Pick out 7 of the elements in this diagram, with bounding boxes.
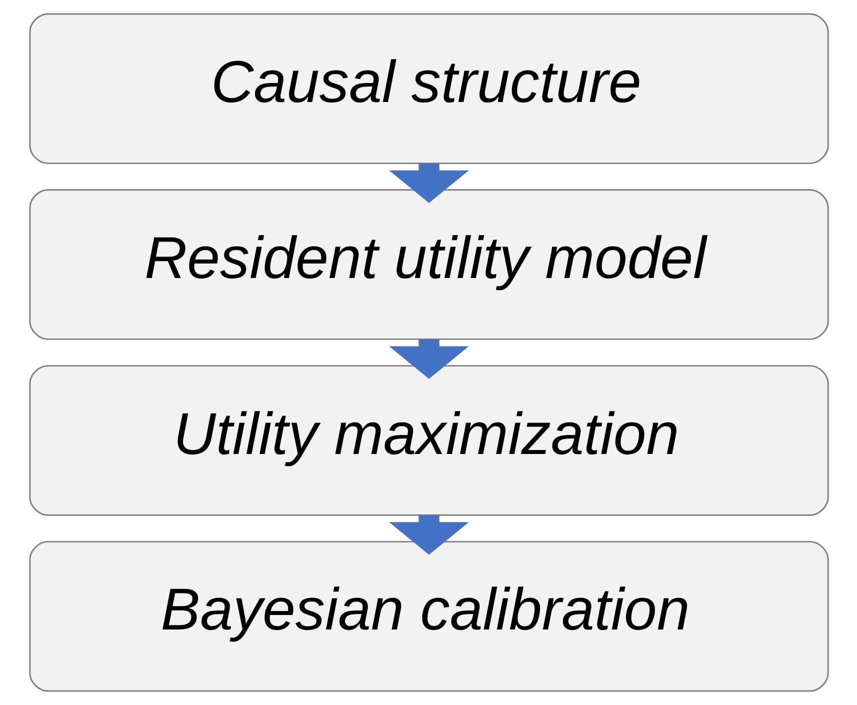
node-box: Resident utility model [28, 189, 828, 340]
arrow [388, 163, 468, 203]
arrow [388, 339, 468, 379]
arrow [388, 515, 468, 555]
node-box: Bayesian calibration [28, 540, 828, 692]
node-box: Utility maximization [28, 365, 828, 516]
node-box: Causal structure [28, 13, 828, 164]
